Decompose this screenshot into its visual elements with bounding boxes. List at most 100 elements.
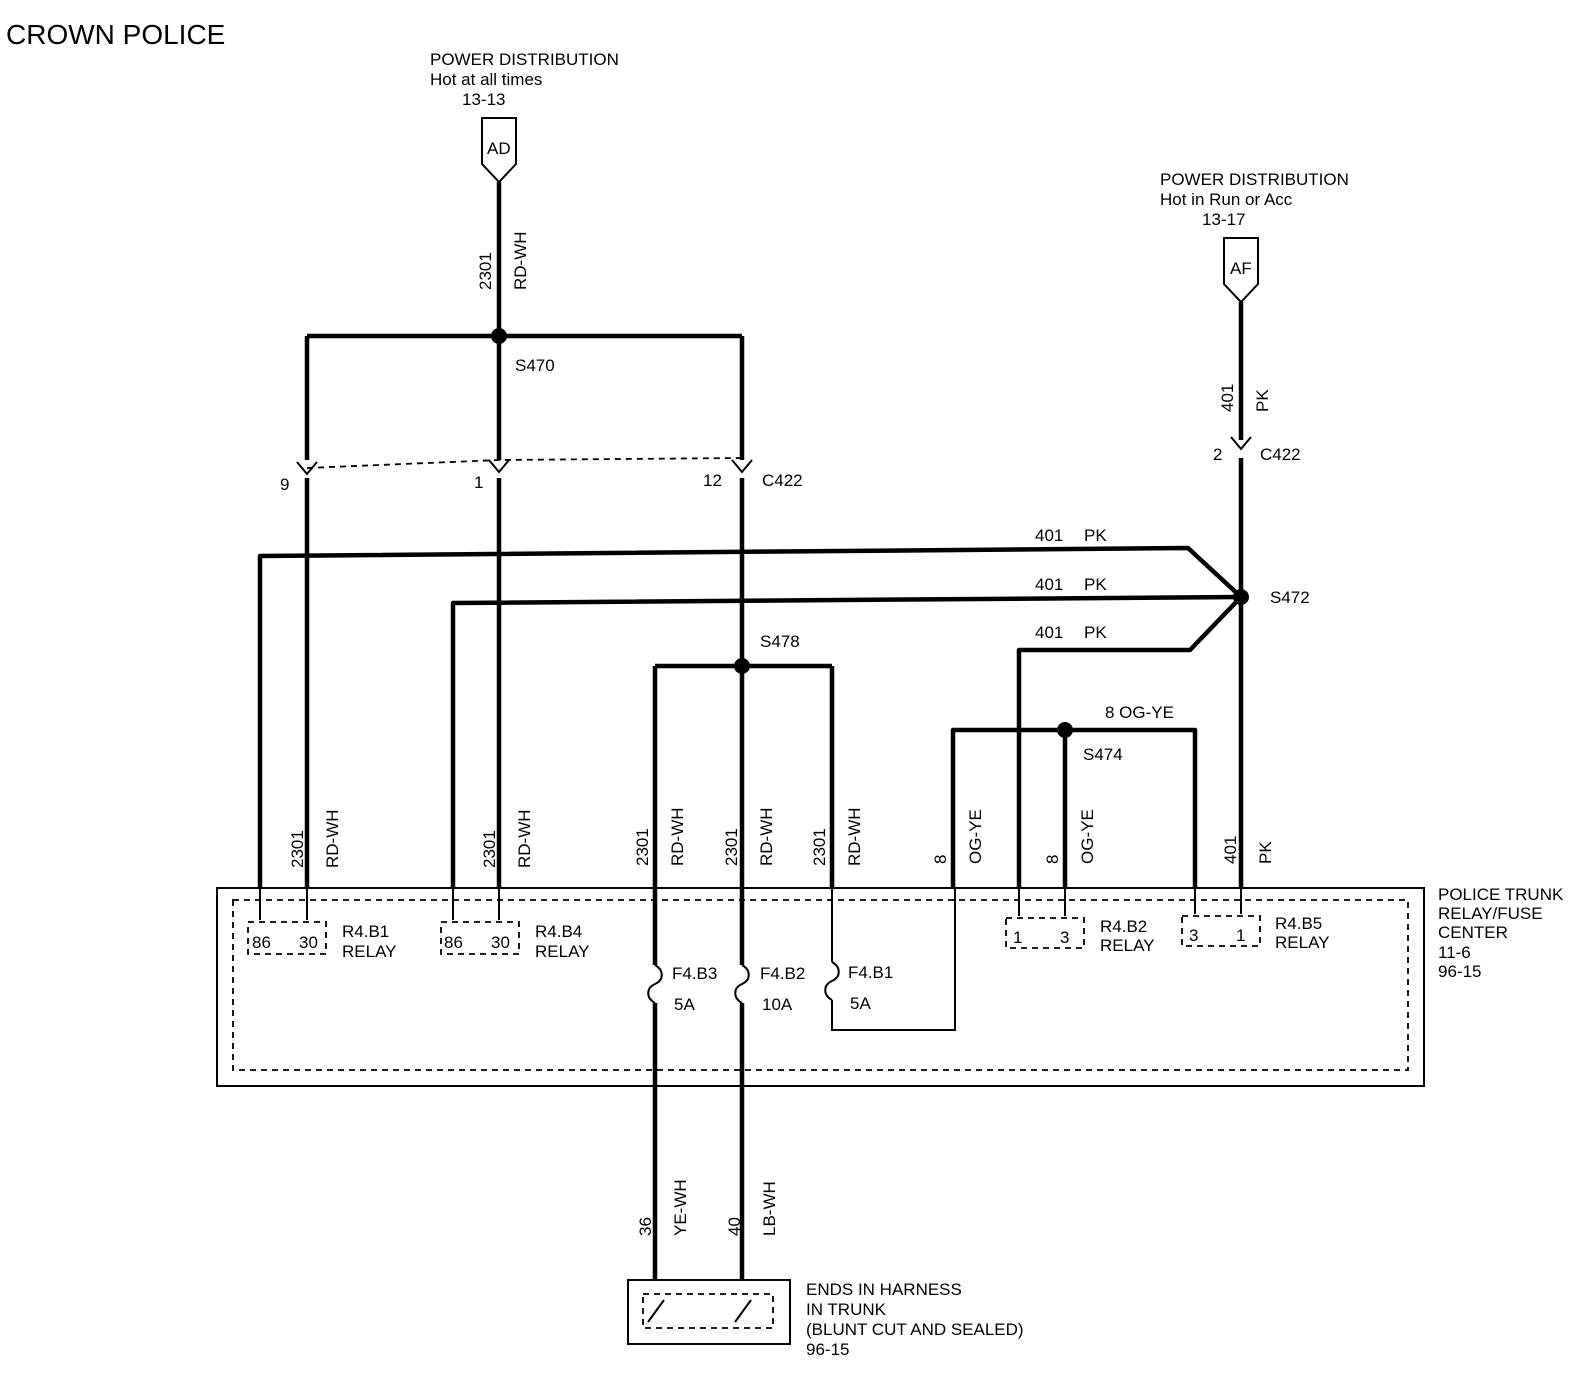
fuse-f4b1-symbol <box>824 961 840 1001</box>
harness-end-label-2: IN TRUNK <box>806 1300 887 1319</box>
label-2301-r4b4: 2301 <box>480 830 499 868</box>
label-401-mid: 401 <box>1035 575 1063 594</box>
label-40: 40 <box>725 1217 744 1236</box>
relay-center-label-4: 11-6 <box>1438 943 1471 962</box>
label-rdwh-r4b4: RD-WH <box>515 809 534 868</box>
label-36: 36 <box>636 1217 655 1236</box>
relay-r4b2: 1 3 R4.B2 RELAY <box>1005 888 1155 955</box>
harness-end-box <box>627 1279 791 1345</box>
connector-af-label: AF <box>1230 259 1252 278</box>
label-8-ogye: 8 OG-YE <box>1105 703 1174 722</box>
relay-r4b1-type: RELAY <box>342 942 397 961</box>
label-2301-f4b1: 2301 <box>810 828 829 866</box>
splice-s472-dot <box>1233 589 1249 605</box>
relay-r4b5-pin-1: 1 <box>1236 926 1245 945</box>
fuse-f4b2-rating: 10A <box>762 995 793 1014</box>
c422-pin-12-arrow <box>731 459 753 474</box>
relay-r4b4: 86 30 R4.B4 RELAY <box>440 888 590 961</box>
c422-pin-1-arrow <box>488 459 510 474</box>
label-ogye-right: OG-YE <box>1078 809 1097 864</box>
wires <box>257 182 1244 1280</box>
c422-label-left: C422 <box>762 471 803 490</box>
relay-r4b5: 3 1 R4.B5 RELAY <box>1181 888 1330 952</box>
c422-pin-2: 2 <box>1213 445 1222 464</box>
label-pk-low: PK <box>1084 623 1107 642</box>
harness-end-cut-40 <box>734 1299 752 1323</box>
relay-center-inner-box <box>232 899 1409 1071</box>
relay-r4b4-pin-30: 30 <box>491 933 510 952</box>
label-rdwh-f4b2: RD-WH <box>757 807 776 866</box>
harness-end-inner-box <box>642 1293 774 1329</box>
relay-r4b2-name: R4.B2 <box>1100 917 1147 936</box>
fuse-f4b2: F4.B2 10A <box>734 964 805 1014</box>
c422-label-right: C422 <box>1260 445 1301 464</box>
wire-labels-vertical: 2301 RD-WH 401 PK 2301 RD-WH 2301 RD-WH … <box>288 231 1275 1236</box>
relay-center-outer-box <box>216 887 1425 1087</box>
source-hot-at-all-times: POWER DISTRIBUTION Hot at all times 13-1… <box>430 50 619 184</box>
relay-r4b5-type: RELAY <box>1275 933 1330 952</box>
relay-r4b2-pin-3: 3 <box>1060 928 1069 947</box>
fuse-f4b3: F4.B3 5A <box>647 964 717 1014</box>
source-hot-in-run-or-acc: POWER DISTRIBUTION Hot in Run or Acc 13-… <box>1160 170 1349 304</box>
harness-end-label-4: 96-15 <box>806 1340 849 1359</box>
c422-pin-9: 9 <box>280 475 289 494</box>
connector-ad-symbol <box>481 117 517 184</box>
relay-r4b5-box <box>1181 915 1261 947</box>
fuse-f4b2-name: F4.B2 <box>760 964 805 983</box>
splice-s470-label: S470 <box>515 356 555 375</box>
relay-center-label-5: 96-15 <box>1438 962 1481 981</box>
source-af-line2: Hot in Run or Acc <box>1160 190 1293 209</box>
relay-r4b4-box <box>440 921 520 955</box>
label-rdwh-feed: RD-WH <box>511 231 530 290</box>
relay-r4b1-pin-30: 30 <box>299 933 318 952</box>
source-af-line1: POWER DISTRIBUTION <box>1160 170 1349 189</box>
source-ad-line2: Hot at all times <box>430 70 542 89</box>
c422-pin-12: 12 <box>703 471 722 490</box>
label-2301-f4b2: 2301 <box>722 828 741 866</box>
label-pk-mid: PK <box>1084 575 1107 594</box>
relay-r4b2-box <box>1005 917 1085 949</box>
wire-401-r4b2 <box>1016 595 1243 888</box>
fuse-f4b1: F4.B1 5A <box>824 888 956 1031</box>
connector-c422: 9 1 12 C422 2 C422 <box>280 436 1301 494</box>
label-401-feed: 401 <box>1218 384 1237 412</box>
source-af-line3: 13-17 <box>1202 210 1245 229</box>
relay-r4b1: 86 30 R4.B1 RELAY <box>247 888 397 961</box>
label-8-left: 8 <box>931 855 950 864</box>
splice-s472-label: S472 <box>1270 588 1310 607</box>
harness-end-label-3: (BLUNT CUT AND SEALED) <box>806 1320 1024 1339</box>
fuse-f4b3-name: F4.B3 <box>672 964 717 983</box>
relay-fuse-center: 86 30 R4.B1 RELAY 86 30 R4.B4 RELAY 1 3 … <box>216 885 1564 1087</box>
relay-r4b1-pin-86: 86 <box>252 933 271 952</box>
splice-s478-dot <box>734 658 750 674</box>
label-401-top: 401 <box>1035 526 1063 545</box>
fuse-f4b1-rating: 5A <box>850 994 871 1013</box>
relay-r4b4-pin-86: 86 <box>444 933 463 952</box>
label-ogye-left: OG-YE <box>966 809 985 864</box>
splice-s470-dot <box>491 328 507 344</box>
relay-r4b5-name: R4.B5 <box>1275 914 1322 933</box>
relay-center-label-1: POLICE TRUNK <box>1438 885 1564 904</box>
relay-r4b4-type: RELAY <box>535 942 590 961</box>
harness-end-label-1: ENDS IN HARNESS <box>806 1280 962 1299</box>
relay-r4b1-box <box>247 921 327 955</box>
harness-end-cut-36 <box>647 1299 665 1323</box>
wire-labels-horizontal: 401 PK 401 PK 401 PK 8 OG-YE <box>1035 526 1174 722</box>
connector-ad-label: AD <box>487 139 511 158</box>
relay-center-label-2: RELAY/FUSE <box>1438 904 1543 923</box>
fuse-f4b3-rating: 5A <box>674 995 695 1014</box>
label-pk-feed: PK <box>1253 389 1272 412</box>
label-rdwh-r4b1: RD-WH <box>323 809 342 868</box>
c422-pin-2-arrow <box>1230 436 1252 451</box>
wire-401-r4b1 <box>257 545 1243 888</box>
label-rdwh-f4b1: RD-WH <box>845 807 864 866</box>
label-yewh: YE-WH <box>671 1179 690 1236</box>
source-ad-line1: POWER DISTRIBUTION <box>430 50 619 69</box>
relay-r4b1-name: R4.B1 <box>342 922 389 941</box>
label-401-r4b5: 401 <box>1221 836 1240 864</box>
c422-dashed-link <box>306 457 743 469</box>
label-401-low: 401 <box>1035 623 1063 642</box>
source-ad-line3: 13-13 <box>462 90 505 109</box>
splice-s478-label: S478 <box>760 632 800 651</box>
